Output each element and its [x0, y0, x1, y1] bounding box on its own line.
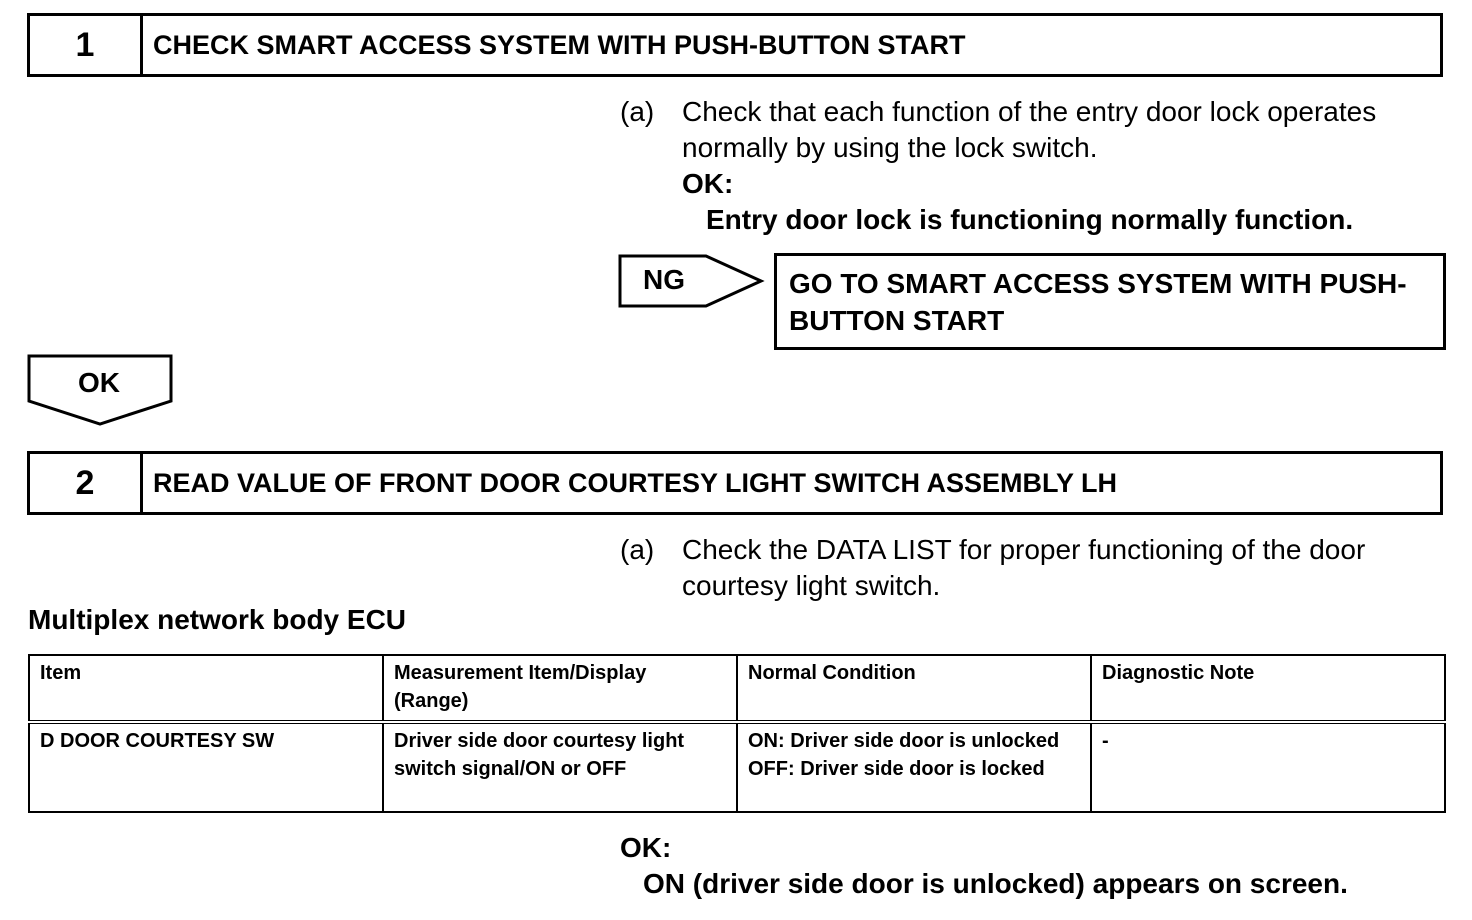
step-1-ok-label: OK: [682, 168, 734, 199]
header-normal-condition: Normal Condition [736, 654, 1092, 724]
step-1-header: 1 CHECK SMART ACCESS SYSTEM WITH PUSH-BU… [27, 13, 1443, 77]
header-item: Item [28, 654, 384, 724]
step-2-ok-text: ON (driver side door is unlocked) appear… [643, 868, 1348, 899]
step-1-number: 1 [30, 16, 143, 74]
step-2-header: 2 READ VALUE OF FRONT DOOR COURTESY LIGH… [27, 451, 1443, 515]
step-2-instruction: (a) Check the DATA LIST for proper funct… [620, 532, 1450, 604]
ng-arrow-icon [618, 254, 765, 308]
step-1-sub-label: (a) [620, 96, 655, 127]
header-measurement: Measurement Item/Display (Range) [382, 654, 738, 724]
cell-item: D DOOR COURTESY SW [28, 721, 384, 813]
step-1-instruction: (a) Check that each function of the entr… [620, 94, 1450, 166]
step-2-ok-label: OK: [620, 832, 672, 863]
cell-normal-condition: ON: Driver side door is unlocked OFF: Dr… [736, 721, 1092, 813]
table-header-row: Item Measurement Item/Display (Range) No… [28, 654, 1446, 724]
step-1-ok-text: Entry door lock is functioning normally … [706, 204, 1354, 235]
table-row: D DOOR COURTESY SW Driver side door cour… [28, 721, 1446, 813]
ng-goto-box: GO TO SMART ACCESS SYSTEM WITH PUSH-BUTT… [774, 253, 1446, 350]
header-diagnostic-note: Diagnostic Note [1090, 654, 1446, 724]
table-title: Multiplex network body ECU [28, 604, 407, 635]
step-2-sub-label: (a) [620, 534, 655, 565]
step-2-sub-text: Check the DATA LIST for proper functioni… [682, 534, 1366, 601]
ok-arrow-label: OK [78, 367, 120, 398]
ng-label: NG [643, 264, 685, 295]
data-list-table: Item Measurement Item/Display (Range) No… [28, 654, 1446, 813]
step-2-title: READ VALUE OF FRONT DOOR COURTESY LIGHT … [153, 467, 1118, 498]
step-1-sub-text: Check that each function of the entry do… [682, 96, 1377, 163]
cell-measurement: Driver side door courtesy light switch s… [382, 721, 738, 813]
ok-arrow-icon [27, 354, 173, 426]
step-2-number: 2 [30, 454, 143, 512]
cell-diagnostic-note: - [1090, 721, 1446, 813]
step-1-title: CHECK SMART ACCESS SYSTEM WITH PUSH-BUTT… [153, 29, 966, 60]
